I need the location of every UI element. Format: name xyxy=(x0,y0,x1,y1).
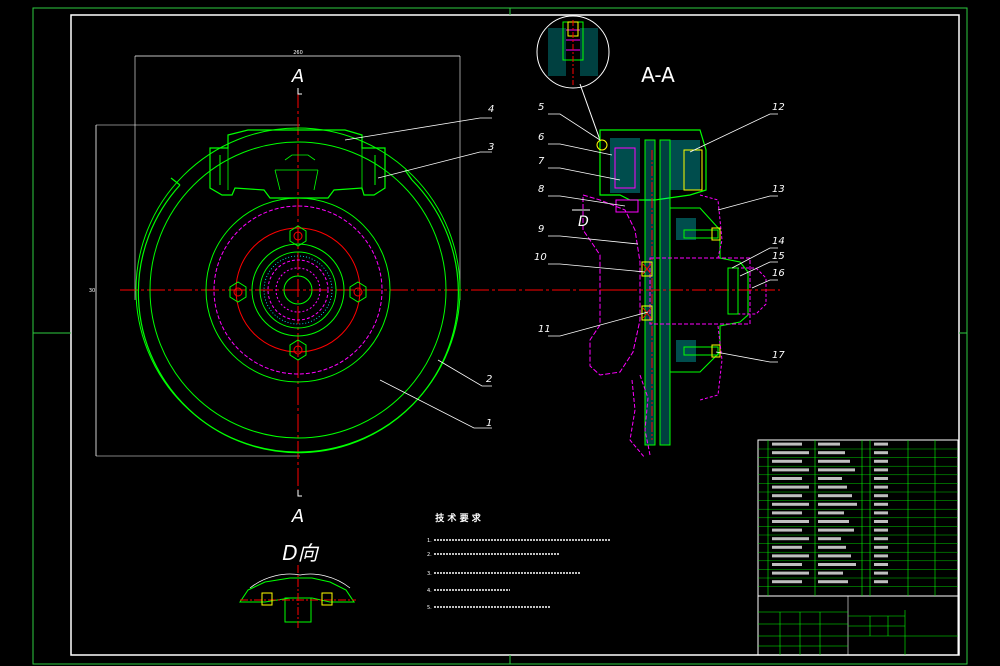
parts-row-text-mark xyxy=(772,580,802,584)
bolt-hex xyxy=(229,225,367,361)
parts-row-text-mark xyxy=(772,571,809,575)
section-title: A-A xyxy=(641,63,675,87)
parts-row-text-mark xyxy=(772,528,802,532)
front-view: 260 30 xyxy=(89,50,625,527)
leaders-section xyxy=(548,113,778,363)
d-view: D向 xyxy=(238,541,356,628)
parts-row-text-mark xyxy=(772,451,809,455)
callout-13: 13 xyxy=(772,184,785,195)
tech-req-item: 2. xyxy=(427,552,432,558)
parts-row-text-mark xyxy=(818,459,850,463)
section-mark-bottom: A xyxy=(291,506,304,527)
parts-row-text-mark xyxy=(772,494,802,498)
callout-15: 15 xyxy=(772,251,785,262)
parts-row-text-mark xyxy=(818,502,857,506)
dim-left: 30 xyxy=(89,288,95,294)
detail-circle xyxy=(536,15,610,89)
parts-row-text-mark xyxy=(818,442,840,446)
parts-row-text-mark xyxy=(874,580,888,584)
tech-req-item: 3. xyxy=(427,571,432,577)
callout-2: 2 xyxy=(486,374,492,385)
parts-row-text-mark xyxy=(818,537,841,541)
parts-row-text-mark xyxy=(874,520,888,523)
tech-req-title: 技 术 要 求 xyxy=(435,512,481,524)
parts-row-text-mark xyxy=(818,571,843,575)
parts-row-text-mark xyxy=(772,554,809,558)
callout-12: 12 xyxy=(772,102,785,113)
section-mark-top: A xyxy=(291,66,304,87)
callout-16: 16 xyxy=(772,268,785,279)
parts-row-text-mark xyxy=(818,477,842,480)
parts-row-text-mark xyxy=(818,520,849,523)
dim-top: 260 xyxy=(293,50,303,56)
parts-row-text-mark xyxy=(818,485,847,489)
callout-6: 6 xyxy=(538,132,544,143)
callout-14: 14 xyxy=(772,236,785,247)
parts-row-text-mark xyxy=(874,545,888,549)
callout-11: 11 xyxy=(538,324,551,335)
parts-row-text-mark xyxy=(818,554,851,558)
section-view: A-A xyxy=(536,15,780,459)
parts-row-text-mark xyxy=(772,511,802,515)
tech-req-item: 4. xyxy=(427,588,432,594)
callout-4: 4 xyxy=(488,104,494,115)
parts-row-text-mark xyxy=(772,485,809,489)
callout-3: 3 xyxy=(488,142,494,153)
parts-row-text-mark xyxy=(874,485,888,489)
callout-9: 9 xyxy=(538,224,544,235)
parts-row-text-mark xyxy=(874,502,888,506)
parts-row-text-mark xyxy=(818,528,854,532)
title-block xyxy=(757,439,959,656)
tech-req-item: 5. xyxy=(427,605,432,611)
callout-8: 8 xyxy=(538,184,544,195)
parts-row-text-mark xyxy=(874,451,888,455)
tech-req-item: 1. xyxy=(427,538,432,544)
parts-row-text-mark xyxy=(874,477,888,480)
parts-row-text-mark xyxy=(874,494,888,498)
parts-row-text-mark xyxy=(772,537,809,541)
parts-row-text-mark xyxy=(874,537,888,541)
outer-frame xyxy=(32,7,968,665)
parts-row-text-mark xyxy=(874,571,888,575)
parts-row-text-mark xyxy=(874,528,888,532)
parts-row-text-mark xyxy=(818,451,845,455)
leaders-front xyxy=(344,117,492,429)
parts-row-text-mark xyxy=(818,468,855,472)
parts-row-text-mark xyxy=(818,563,856,566)
tech-requirements: 技 术 要 求 1. 2. 3. 4. 5. xyxy=(427,512,610,611)
parts-row-text-mark xyxy=(874,459,888,463)
parts-row-text-mark xyxy=(874,511,888,515)
parts-row-text-mark xyxy=(874,442,888,446)
parts-row-text-mark xyxy=(874,563,888,566)
parts-row-text-mark xyxy=(818,511,844,515)
parts-row-text-mark xyxy=(874,554,888,558)
parts-list-rows xyxy=(758,442,958,587)
parts-row-text-mark xyxy=(874,468,888,472)
parts-row-text-mark xyxy=(772,442,802,446)
parts-row-text-mark xyxy=(772,468,809,472)
parts-row-text-mark xyxy=(818,494,852,498)
parts-row-text-mark xyxy=(772,502,809,506)
parts-row-text-mark xyxy=(818,580,848,584)
callout-1: 1 xyxy=(486,418,492,429)
callout-10: 10 xyxy=(534,252,547,263)
callout-5: 5 xyxy=(538,102,544,113)
callout-17: 17 xyxy=(772,350,785,361)
callout-7: 7 xyxy=(538,156,545,167)
inner-frame xyxy=(70,14,960,656)
parts-row-text-mark xyxy=(818,545,846,549)
d-marker: D xyxy=(578,214,589,230)
parts-row-text-mark xyxy=(772,459,802,463)
parts-row-text-mark xyxy=(772,563,802,566)
parts-row-text-mark xyxy=(772,477,802,480)
d-view-title: D向 xyxy=(282,541,319,565)
parts-row-text-mark xyxy=(772,545,802,549)
parts-row-text-mark xyxy=(772,520,809,523)
